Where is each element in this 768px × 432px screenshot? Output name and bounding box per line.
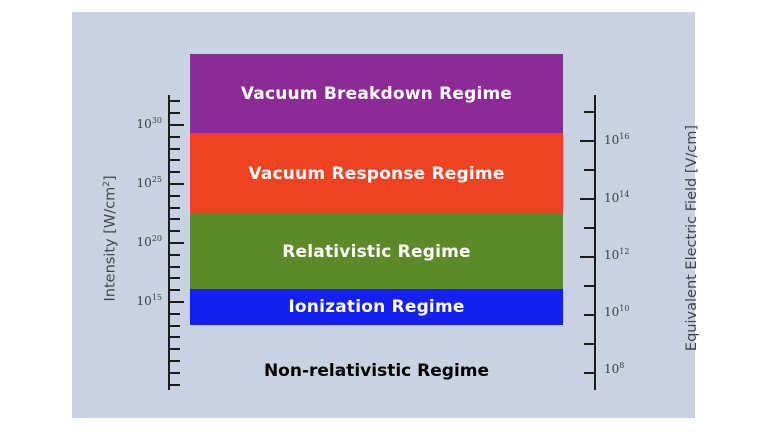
non-relativistic-text: Non-relativistic Regime bbox=[263, 361, 490, 381]
left-axis-tick-label: 1025 bbox=[136, 175, 162, 190]
left-axis-minor-tick bbox=[169, 159, 180, 161]
right-axis-major-tick bbox=[580, 140, 595, 142]
left-axis-tick-label: 1030 bbox=[136, 116, 162, 131]
right-axis-tick-label: 1014 bbox=[604, 190, 630, 205]
band-vacuum-response: Vacuum Response Regime bbox=[190, 133, 563, 214]
right-axis-minor-tick bbox=[584, 343, 595, 345]
right-axis-minor-tick bbox=[584, 285, 595, 287]
left-axis-major-tick bbox=[169, 301, 184, 303]
right-axis-title: Equivalent Electric Field [V/cm] bbox=[684, 98, 700, 378]
left-axis-minor-tick bbox=[169, 313, 180, 315]
left-axis-minor-tick bbox=[169, 207, 180, 209]
band-label-vacuum-response: Vacuum Response Regime bbox=[248, 163, 505, 184]
left-axis-minor-tick bbox=[169, 230, 180, 232]
left-axis-title-text: Intensity [W/cm2] bbox=[101, 175, 119, 302]
right-axis-tick-label: 1010 bbox=[604, 304, 630, 319]
left-axis-minor-tick bbox=[169, 384, 180, 386]
left-axis-minor-tick bbox=[169, 289, 180, 291]
left-axis-minor-tick bbox=[169, 266, 180, 268]
right-axis-tick-label: 1016 bbox=[604, 132, 630, 147]
left-axis-minor-tick bbox=[169, 171, 180, 173]
right-axis-tick-label: 108 bbox=[604, 361, 625, 376]
figure-slide: Vacuum Breakdown Regime Vacuum Response … bbox=[72, 12, 700, 418]
right-axis-minor-tick bbox=[584, 169, 595, 171]
band-label-vacuum-breakdown: Vacuum Breakdown Regime bbox=[240, 83, 513, 104]
left-axis-minor-tick bbox=[169, 348, 180, 350]
right-axis-minor-tick bbox=[584, 227, 595, 229]
left-axis-minor-tick bbox=[169, 148, 180, 150]
left-axis-tick-label: 1020 bbox=[136, 234, 162, 249]
left-axis-minor-tick bbox=[169, 136, 180, 138]
right-axis-line bbox=[594, 95, 596, 390]
right-axis-minor-tick bbox=[584, 372, 595, 374]
right-axis-minor-tick bbox=[584, 111, 595, 113]
right-axis-minor-tick bbox=[584, 314, 595, 316]
band-label-ionization: Ionization Regime bbox=[288, 297, 465, 317]
left-axis-minor-tick bbox=[169, 277, 180, 279]
right-axis-title-text: Equivalent Electric Field [V/cm] bbox=[684, 124, 700, 352]
left-axis-major-tick bbox=[169, 242, 184, 244]
band-label-non-relativistic: Non-relativistic Regime bbox=[190, 357, 563, 385]
band-vacuum-breakdown: Vacuum Breakdown Regime bbox=[190, 54, 563, 133]
left-axis-minor-tick bbox=[169, 360, 180, 362]
left-axis-minor-tick bbox=[169, 112, 180, 114]
left-axis-major-tick bbox=[169, 183, 184, 185]
left-axis-major-tick bbox=[169, 124, 184, 126]
left-axis-tick-label: 1015 bbox=[136, 293, 162, 308]
right-axis-major-tick bbox=[580, 256, 595, 258]
band-relativistic: Relativistic Regime bbox=[190, 214, 563, 289]
left-axis-minor-tick bbox=[169, 218, 180, 220]
right-axis-major-tick bbox=[580, 198, 595, 200]
left-axis-title: Intensity [W/cm2] bbox=[102, 138, 119, 338]
band-ionization: Ionization Regime bbox=[190, 289, 563, 325]
left-axis-minor-tick bbox=[169, 195, 180, 197]
left-axis-minor-tick bbox=[169, 254, 180, 256]
left-axis-minor-tick bbox=[169, 372, 180, 374]
left-axis-minor-tick bbox=[169, 336, 180, 338]
left-axis-minor-tick bbox=[169, 100, 180, 102]
right-axis-tick-label: 1012 bbox=[604, 247, 630, 262]
left-axis-minor-tick bbox=[169, 325, 180, 327]
band-label-relativistic: Relativistic Regime bbox=[282, 241, 471, 262]
